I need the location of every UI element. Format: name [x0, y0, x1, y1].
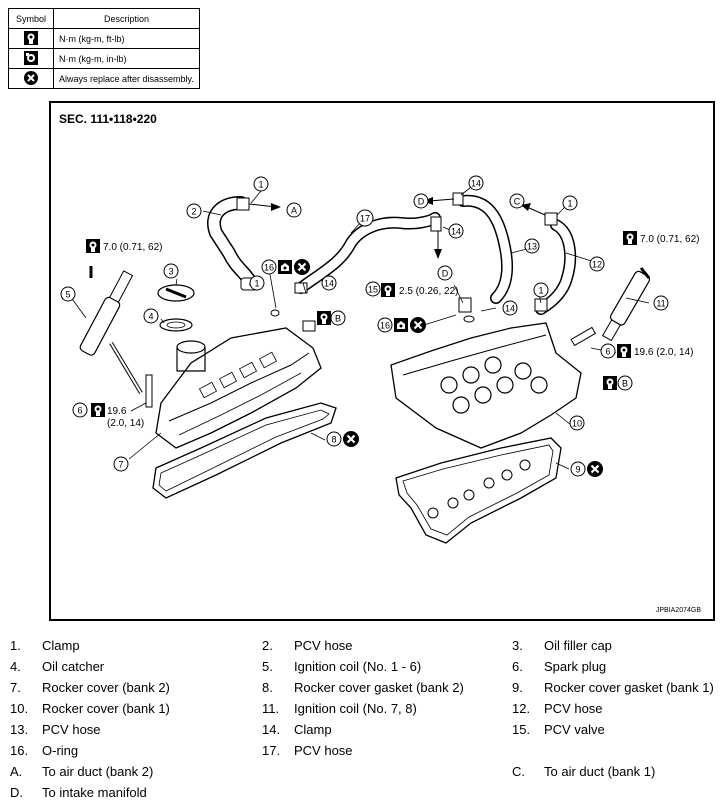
svg-text:16: 16: [264, 263, 274, 273]
always-replace-icon-8: [341, 429, 361, 449]
callout-16-left: 16: [261, 259, 277, 275]
callout-D-mid: D: [437, 265, 453, 281]
always-replace-icon-9: [585, 459, 605, 479]
svg-text:15: 15: [368, 285, 378, 295]
svg-text:1: 1: [567, 199, 572, 209]
torque-coil-left: 7.0 (0.71, 62): [103, 242, 162, 253]
callout-14-right: 14: [502, 300, 518, 316]
callout-11: 11: [653, 295, 669, 311]
symbol-desc-inlb: N·m (kg-m, in-lb): [53, 48, 200, 69]
always-replace-icon: [24, 70, 38, 85]
torque-pcv-valve: 2.5 (0.26, 22): [399, 286, 458, 297]
svg-text:A: A: [291, 206, 297, 216]
svg-text:2: 2: [191, 207, 196, 217]
callout-16-right: 16: [377, 317, 393, 333]
symbol-table: Symbol Description N·m (kg-m, ft-lb) N·m…: [8, 8, 200, 89]
svg-text:B: B: [335, 314, 341, 324]
svg-text:11: 11: [656, 299, 665, 309]
svg-text:1: 1: [258, 180, 263, 190]
oil-icon-left: [278, 260, 292, 274]
svg-text:8: 8: [331, 435, 336, 445]
callout-1-lower: 1: [533, 282, 549, 298]
figure-code: JPBIA2074GB: [656, 607, 701, 614]
svg-text:14: 14: [505, 304, 515, 314]
callout-B-left: B: [330, 310, 346, 326]
torque-plug-left-line1: 19.6: [107, 406, 127, 417]
svg-text:C: C: [514, 197, 521, 207]
callout-8: 8: [326, 431, 342, 447]
torque-icon-b-left: [317, 311, 331, 325]
svg-text:7: 7: [118, 460, 123, 470]
svg-text:6: 6: [77, 406, 82, 416]
callout-3: 3: [163, 263, 179, 279]
svg-text:1: 1: [254, 279, 259, 289]
torque-plug-left-line2: (2.0, 14): [107, 418, 144, 429]
section-label: SEC. 111•118•220: [59, 112, 157, 126]
torque-coil-right: 7.0 (0.71, 62): [640, 234, 699, 245]
callout-2: 2: [186, 203, 202, 219]
exploded-view-figure: SEC. 111•118•220 JPBIA2074GB 1 2 3 4 5 1…: [49, 101, 715, 621]
torque-wrench-icon: [24, 30, 38, 45]
svg-text:13: 13: [527, 242, 537, 252]
svg-text:10: 10: [572, 419, 582, 429]
svg-text:9: 9: [575, 465, 580, 475]
always-replace-icon-16-right: [408, 315, 428, 335]
callout-6-right: 6: [600, 343, 616, 359]
callout-6-left: 6: [72, 402, 88, 418]
svg-text:12: 12: [592, 260, 602, 270]
svg-text:D: D: [442, 269, 449, 279]
svg-text:3: 3: [168, 267, 173, 277]
callout-B-right: B: [617, 375, 633, 391]
svg-text:1: 1: [538, 286, 543, 296]
callout-D-top: D: [413, 193, 429, 209]
callout-10: 10: [569, 415, 585, 431]
svg-text:14: 14: [324, 279, 334, 289]
callout-14-top: 14: [468, 175, 484, 191]
description-header: Description: [53, 8, 200, 29]
callout-4: 4: [143, 308, 159, 324]
torque-wrench-small-icon: [24, 50, 38, 65]
callout-12: 12: [589, 256, 605, 272]
torque-icon-b-right: [603, 376, 617, 390]
callout-5: 5: [60, 286, 76, 302]
oil-icon-right: [394, 318, 408, 332]
callout-14-center: 14: [448, 223, 464, 239]
callout-A: A: [286, 202, 302, 218]
callout-13: 13: [524, 238, 540, 254]
svg-text:16: 16: [380, 321, 390, 331]
callout-1-mid: 1: [249, 275, 265, 291]
torque-plug-right: 19.6 (2.0, 14): [634, 347, 693, 358]
svg-text:14: 14: [451, 227, 461, 237]
exploded-view-drawing: SEC. 111•118•220 JPBIA2074GB 1 2 3 4 5 1…: [59, 112, 701, 614]
svg-text:14: 14: [471, 179, 481, 189]
callouts: 1 2 3 4 5 1 7 8 17 16 14 15 14 14 13 1 1…: [60, 175, 669, 477]
callout-17: 17: [356, 209, 374, 227]
torque-icon-coil-right: [623, 231, 637, 245]
callout-14-left: 14: [321, 275, 337, 291]
torque-icon-coil-left: [86, 239, 100, 253]
svg-text:6: 6: [605, 347, 610, 357]
symbol-desc-ftlb: N·m (kg-m, ft-lb): [53, 28, 200, 49]
callout-1-right: 1: [562, 195, 578, 211]
torque-icon-pcv-valve: [381, 283, 395, 297]
svg-text:5: 5: [65, 290, 70, 300]
callout-7: 7: [113, 456, 129, 472]
callout-15: 15: [365, 281, 381, 297]
svg-text:B: B: [622, 379, 628, 389]
svg-text:4: 4: [148, 312, 153, 322]
callout-9: 9: [570, 461, 586, 477]
always-replace-icon-16-left: [292, 257, 312, 277]
symbol-desc-replace: Always replace after disassembly.: [53, 68, 200, 89]
callout-1-top: 1: [253, 176, 269, 192]
torque-icon-plug-left: [91, 403, 105, 417]
svg-text:D: D: [418, 197, 425, 207]
callout-C: C: [509, 193, 525, 209]
torque-icon-plug-right: [617, 344, 631, 358]
symbol-header: Symbol: [8, 8, 54, 29]
svg-text:17: 17: [360, 214, 370, 224]
